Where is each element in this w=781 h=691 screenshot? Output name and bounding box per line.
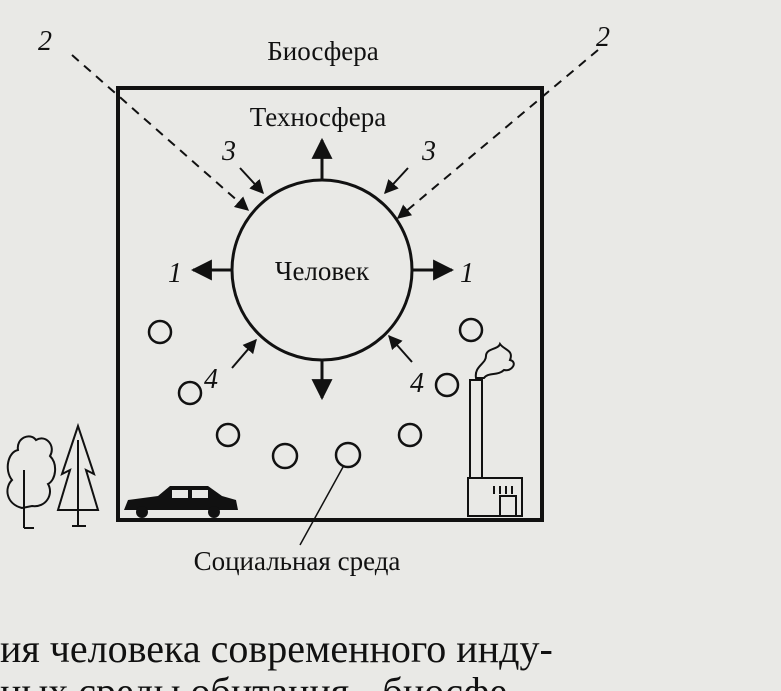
social-circle xyxy=(434,372,460,398)
biosphere-label: Биосфера xyxy=(267,36,378,66)
technosphere-frame xyxy=(116,86,544,522)
biosphere-influence-line-left xyxy=(71,54,250,211)
social-circle xyxy=(271,442,299,470)
social-environment-circles xyxy=(147,317,484,470)
arrow-in-top-right xyxy=(384,167,409,195)
social-env-label: Социальная среда xyxy=(194,546,401,576)
marker-1-left: 1 xyxy=(168,258,182,289)
biosphere-influence-line-right xyxy=(396,49,599,219)
marker-4-right: 4 xyxy=(410,368,424,399)
marker-2-left: 2 xyxy=(38,26,52,57)
marker-3-right: 3 xyxy=(421,136,436,167)
technosphere-label: Техносфера xyxy=(250,102,387,132)
marker-2-right: 2 xyxy=(596,22,610,53)
arrow-in-bottom-right xyxy=(388,334,413,363)
marker-1-right: 1 xyxy=(460,258,474,289)
social-circle xyxy=(147,319,173,345)
arrow-in-bottom-left xyxy=(231,338,257,369)
marker-4-left: 4 xyxy=(204,364,218,395)
car-icon xyxy=(124,486,238,518)
social-circle xyxy=(215,422,241,448)
social-circle xyxy=(177,380,203,406)
social-circle xyxy=(334,441,362,469)
social-circle xyxy=(458,317,484,343)
human-label: Человек xyxy=(275,256,370,286)
social-env-leader-line xyxy=(299,466,344,546)
conifer-tree-icon xyxy=(56,422,100,527)
page-text-line-1: ия человека современного инду- xyxy=(0,626,553,671)
page-text-line-2: ных среды обитания - биосфе- xyxy=(0,669,521,691)
arrow-in-top-left xyxy=(239,167,264,195)
marker-3-left: 3 xyxy=(221,136,236,167)
deciduous-tree-icon xyxy=(6,435,56,529)
factory-icon xyxy=(467,341,523,517)
social-circle xyxy=(397,422,423,448)
